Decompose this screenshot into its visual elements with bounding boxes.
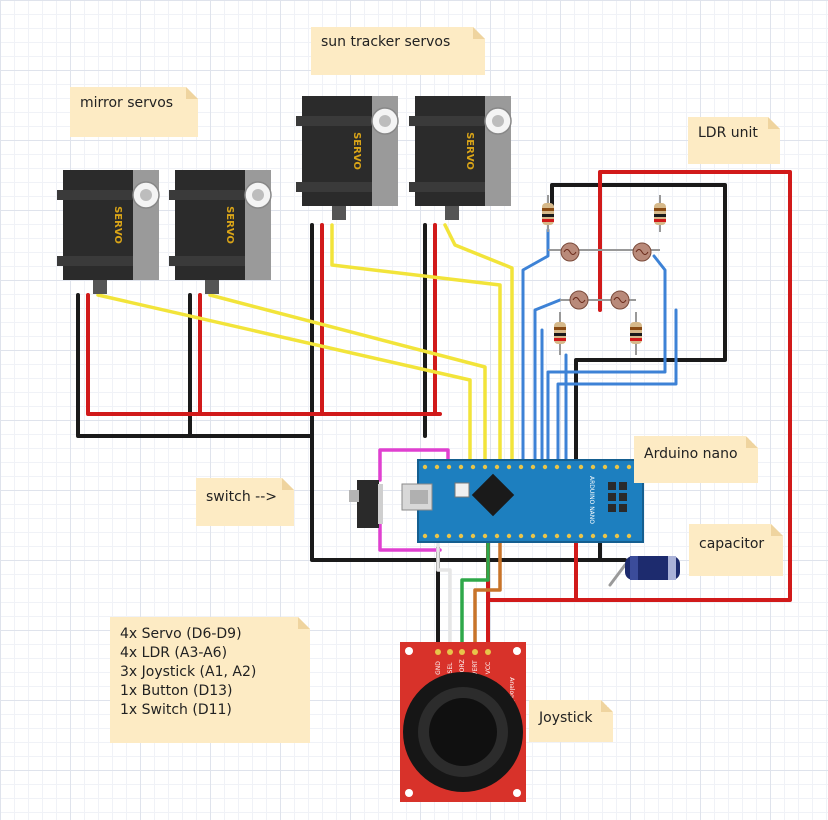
note-capacitor: capacitor bbox=[689, 524, 783, 576]
icsp-header bbox=[608, 482, 627, 512]
green-wire bbox=[460, 538, 490, 650]
servo-mirror-2[interactable]: SERVO bbox=[168, 169, 272, 295]
joystick-pin-horz: HORZ bbox=[459, 659, 466, 677]
joystick-pin-gnd: GND bbox=[435, 661, 442, 675]
joystick-pin-sel: SEL bbox=[447, 662, 454, 674]
note-capacitor-text: capacitor bbox=[699, 536, 765, 552]
ldr-unit bbox=[542, 195, 666, 355]
red-wires bbox=[86, 170, 792, 650]
capacitor-component bbox=[625, 556, 680, 580]
pin-summary-line: 3x Joystick (A1, A2) bbox=[120, 664, 257, 680]
joystick-pin-vert: VERT bbox=[472, 660, 479, 676]
note-joystick: Joystick bbox=[529, 700, 613, 742]
resistor bbox=[554, 312, 566, 355]
pin-summary-line: 4x Servo (D6-D9) bbox=[120, 626, 242, 642]
note-ldr-unit: LDR unit bbox=[688, 117, 780, 164]
photoresistor bbox=[610, 290, 630, 310]
white-wire bbox=[436, 538, 452, 650]
resistor bbox=[542, 195, 554, 232]
blue-wires bbox=[521, 228, 678, 468]
arduino-silkscreen: ARDUINO NANO bbox=[588, 476, 595, 524]
note-pin-summary: 4x Servo (D6-D9) 4x LDR (A3-A6) 3x Joyst… bbox=[110, 617, 310, 743]
note-sun-tracker-servos: sun tracker servos bbox=[311, 27, 485, 75]
servo-label: SERVO bbox=[112, 206, 123, 244]
slide-switch[interactable] bbox=[349, 480, 383, 528]
servo-tracker-2[interactable]: SERVO bbox=[408, 95, 512, 221]
mcu-chip bbox=[471, 473, 515, 517]
resistor bbox=[630, 312, 642, 355]
photoresistor bbox=[569, 290, 589, 310]
yellow-wires bbox=[96, 223, 514, 468]
note-joystick-text: Joystick bbox=[539, 710, 593, 726]
note-mirror-servos: mirror servos bbox=[70, 87, 198, 137]
orange-wire bbox=[473, 538, 502, 650]
servo-mirror-1[interactable]: SERVO bbox=[56, 169, 160, 295]
servo-label: SERVO bbox=[224, 206, 235, 244]
note-arduino-nano-text: Arduino nano bbox=[644, 446, 738, 462]
wires bbox=[76, 170, 792, 650]
note-switch: switch --> bbox=[196, 478, 294, 526]
note-ldr-unit-text: LDR unit bbox=[698, 125, 758, 141]
note-sun-tracker-servos-text: sun tracker servos bbox=[321, 34, 451, 50]
servo-tracker-1[interactable]: SERVO bbox=[295, 95, 399, 221]
pin-summary-line: 1x Button (D13) bbox=[120, 683, 233, 699]
note-switch-text: switch --> bbox=[206, 489, 277, 505]
servo-label: SERVO bbox=[351, 132, 362, 170]
servo-label: SERVO bbox=[464, 132, 475, 170]
note-arduino-nano: Arduino nano bbox=[634, 436, 758, 483]
pin-summary-line: 4x LDR (A3-A6) bbox=[120, 645, 228, 661]
photoresistor bbox=[560, 242, 580, 262]
note-mirror-servos-text: mirror servos bbox=[80, 95, 174, 111]
pin-summary-line: 1x Switch (D11) bbox=[120, 702, 232, 718]
joystick-module[interactable]: GND SEL HORZ VERT VCC Analog Joystick bbox=[400, 642, 526, 802]
gray-wire bbox=[608, 563, 627, 587]
arduino-nano-board[interactable]: ARDUINO NANO bbox=[401, 459, 644, 543]
joystick-pin-vcc: VCC bbox=[485, 662, 492, 674]
resistor bbox=[654, 195, 666, 232]
black-wires bbox=[76, 183, 727, 650]
reset-button[interactable] bbox=[454, 482, 470, 498]
photoresistor bbox=[632, 242, 652, 262]
